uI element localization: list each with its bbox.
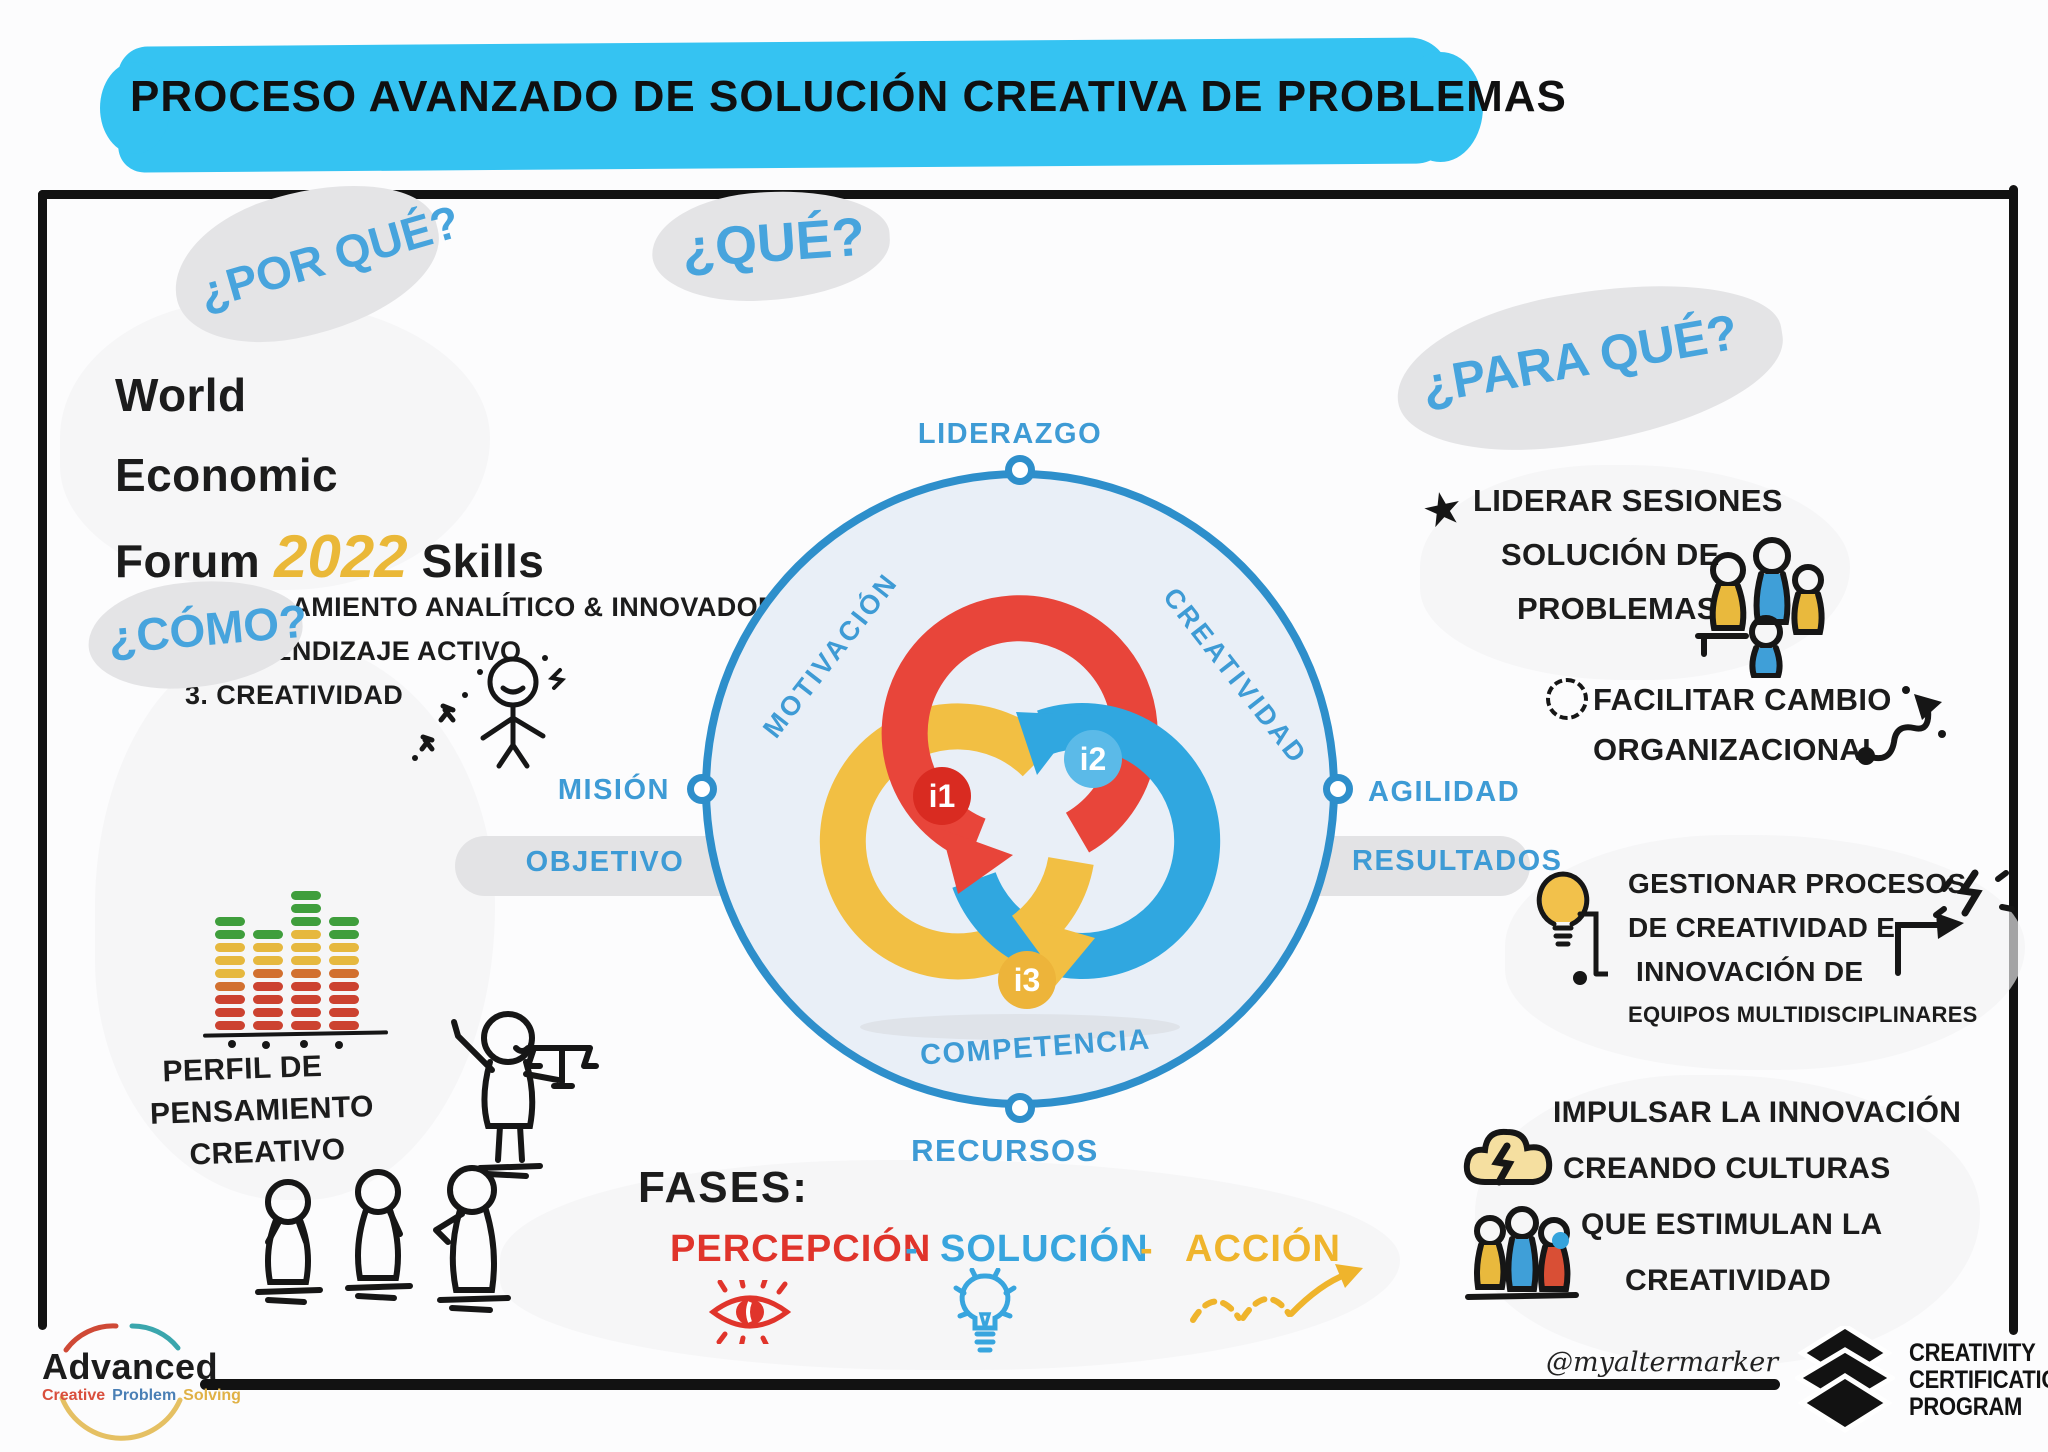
wef-line2: Economic [115,449,339,501]
chart-tick [228,1040,236,1048]
title-banner-blob [1398,52,1483,162]
forwhat-line: PROBLEMAS [1517,591,1718,626]
wheel-label-resultados: RESULTADOS [1352,845,1563,877]
frame-top [38,190,2018,199]
forwhat-line: CREANDO CULTURAS [1563,1152,1891,1185]
eye-icon [708,1280,792,1344]
badge-i1 [913,767,971,825]
red-arrowhead [941,829,1013,894]
fases-heading: FASES: [638,1163,809,1212]
forwhat-line: INNOVACIÓN DE [1636,956,1864,987]
people-trio-icon [1465,1206,1579,1300]
forwhat-item-2: FACILITAR CAMBIO ORGANIZACIONAL [1593,682,1892,768]
wheel-node-left [687,774,717,804]
thinkers-doodle [255,1165,511,1313]
frame-bottom [200,1379,1780,1390]
dashed-circle-icon [1546,678,1588,720]
frame-right [2009,185,2018,1335]
forwhat-line: GESTIONAR PROCESOS [1628,868,1967,899]
squiggle-arrow-icon [1857,686,1946,765]
certification-line: PROGRAM [1909,1392,2023,1421]
profile-caption-line: PENSAMIENTO [149,1090,375,1131]
bulb-doodle-icon [1536,871,1608,985]
frame-left [38,190,47,1330]
badge-i2 [1064,730,1122,788]
fase-percepcion: PERCEPCIÓN [670,1228,932,1270]
wheel-label-agilidad: AGILIDAD [1368,776,1521,808]
wheel-node-bottom [1005,1093,1035,1123]
forwhat-line: DE CREATIVIDAD E [1628,912,1896,943]
background-blob [60,300,490,590]
scales-person-doodle [451,1011,599,1179]
trefoil-diagram: i1 i2 i3 [819,595,1221,1040]
forwhat-line: QUE ESTIMULAN LA [1581,1208,1883,1241]
step-arrow-icon [1895,869,2015,976]
wheel-node-top [1005,455,1035,485]
forwhat-line: LIDERAR SESIONES [1473,483,1783,518]
wef-line3: Forum [115,535,261,587]
star-icon: ★ [1417,479,1469,539]
skill-item: 3. CREATIVIDAD [185,680,404,710]
blue-dot-bullet [1552,1232,1569,1249]
lightbulb-icon [953,1268,1017,1353]
page-title: PROCESO AVANZADO DE SOLUCIÓN CREATIVA DE… [130,72,1567,121]
forwhat-line: IMPULSAR LA INNOVACIÓN [1553,1096,1962,1129]
wef-line1: World [115,369,247,421]
chart-tick [300,1040,308,1048]
svg-text:i3: i3 [1014,962,1041,998]
certification-text: CREATIVITY CERTIFICATION PROGRAM [1909,1338,2048,1421]
wef-line3-row: Forum 2022 Skills [115,522,544,591]
wheel-label-objetivo: OBJETIVO [525,846,685,878]
background-blob [500,1160,1400,1370]
forwhat-line: ORGANIZACIONAL [1593,732,1882,767]
forwhat-item-1: LIDERAR SESIONES SOLUCIÓN DE PROBLEMAS [1473,483,1783,627]
title-banner-blob [100,62,170,154]
bounce-arrow-icon [1190,1264,1363,1323]
certification-logo: CREATIVITY CERTIFICATION PROGRAM [1795,1326,2048,1434]
wheel-label-recursos: RECURSOS [911,1133,1099,1168]
handle-signature: @myaltermarker [1546,1347,1779,1378]
profile-caption-line: PERFIL DE [162,1049,323,1089]
svg-text:i1: i1 [929,778,956,814]
question-what: ¿QUÉ? [680,206,867,280]
brand-name: Advanced [42,1346,219,1387]
wheel-label-liderazgo: LIDERAZGO [917,418,1103,450]
forwhat-line: CREATIVIDAD [1625,1264,1832,1297]
certification-line: CREATIVITY [1909,1338,2036,1367]
forwhat-item-3: GESTIONAR PROCESOS DE CREATIVIDAD E INNO… [1628,868,1978,1028]
creative-profile-chart [215,878,359,1030]
blue-arrow [952,703,1221,979]
blue-arrowhead [1016,712,1083,775]
brand-logo-arcs [59,1323,183,1441]
sparks-person-doodle [412,655,567,769]
fase-separator: - [905,1228,919,1270]
chart-tick [335,1041,343,1049]
fase-separator: - [1140,1228,1154,1270]
wef-year: 2022 [274,523,408,590]
fase-accion: ACCIÓN [1185,1228,1341,1270]
forwhat-line: SOLUCIÓN DE [1501,537,1720,572]
forwhat-line: EQUIPOS MULTIDISCIPLINARES [1628,1002,1978,1027]
certification-line: CERTIFICATION [1909,1365,2048,1394]
diamond-logo-icon [1795,1326,1895,1433]
badge-i3 [998,951,1056,1009]
cloud-lightning-icon [1463,1128,1553,1186]
wheel-label-mision: MISIÓN [557,774,670,806]
svg-text:i2: i2 [1080,741,1107,777]
chart-tick [262,1041,270,1049]
yellow-arrow [819,703,1056,980]
people-group-icon [1695,537,1825,678]
forwhat-item-4: IMPULSAR LA INNOVACIÓN CREANDO CULTURAS … [1553,1096,1961,1298]
background-blob [1505,835,2025,1070]
forwhat-line: FACILITAR CAMBIO [1593,682,1892,717]
wef-line4: Skills [421,535,545,587]
wheel-node-right [1323,774,1353,804]
fase-solucion: SOLUCIÓN [940,1228,1149,1270]
